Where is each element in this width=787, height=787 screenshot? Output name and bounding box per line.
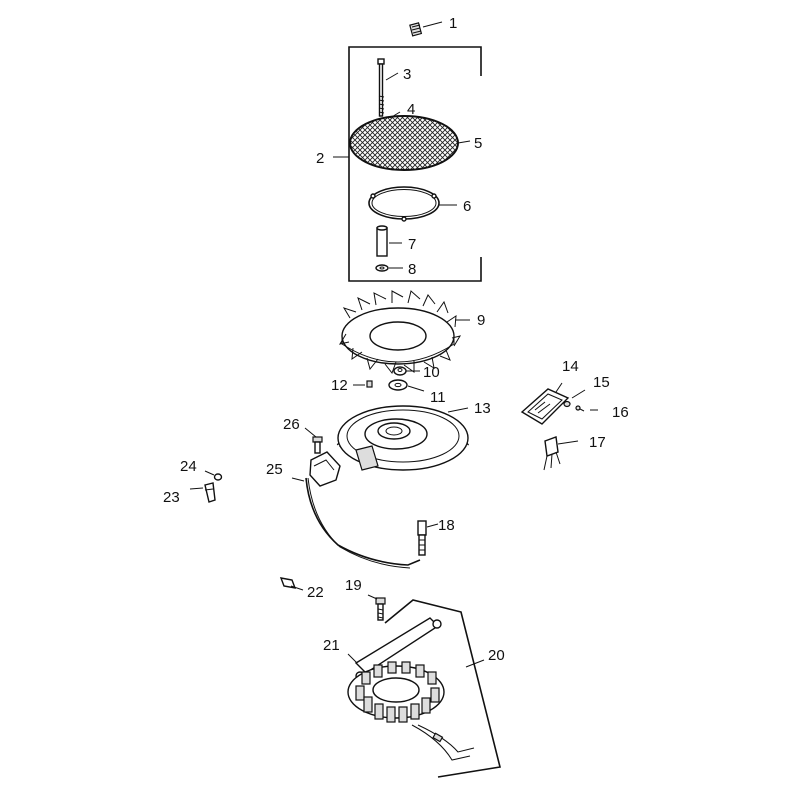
part-flywheel-washer — [388, 379, 408, 391]
part-small-washer — [213, 473, 223, 481]
callout-10: 10 — [423, 364, 440, 381]
callout-20: 20 — [488, 647, 505, 664]
callout-labels: 1 2 3 4 5 6 7 8 9 10 11 12 13 14 15 16 1… — [163, 15, 629, 664]
screen-assembly-bracket — [348, 46, 482, 282]
callout-22: 22 — [307, 584, 324, 601]
callout-6: 6 — [463, 198, 471, 215]
callout-13: 13 — [474, 400, 491, 417]
part-module-screw — [312, 436, 323, 454]
part-stator-screw — [375, 597, 386, 621]
part-washer-small — [375, 264, 389, 272]
callout-21: 21 — [323, 637, 340, 654]
callout-24: 24 — [180, 458, 197, 475]
part-spacer — [376, 225, 388, 257]
callout-12: 12 — [331, 377, 348, 394]
callout-11: 11 — [430, 389, 446, 406]
callout-3: 3 — [403, 66, 411, 83]
callout-1: 1 — [449, 15, 457, 32]
callout-15: 15 — [593, 374, 610, 391]
callout-5: 5 — [474, 135, 482, 152]
callout-14: 14 — [562, 358, 579, 375]
part-wire-clip — [279, 577, 297, 589]
part-stator — [347, 661, 475, 761]
callout-4: 4 — [407, 101, 415, 118]
part-fan — [338, 290, 462, 375]
part-regulator-nut — [563, 400, 571, 408]
part-connector-clip — [543, 436, 561, 471]
part-spark-plug-terminal — [417, 520, 427, 556]
callout-19: 19 — [345, 577, 362, 594]
callout-9: 9 — [477, 312, 485, 329]
callout-7: 7 — [408, 236, 416, 253]
callout-16: 16 — [612, 404, 629, 421]
part-small-bracket — [204, 482, 216, 503]
callout-8: 8 — [408, 261, 416, 278]
part-retaining-ring — [368, 186, 440, 222]
callout-17: 17 — [589, 434, 606, 451]
part-ignition-module — [305, 451, 421, 569]
stator-assembly-bracket — [384, 599, 501, 778]
part-flywheel-key — [366, 380, 373, 388]
part-flywheel-nut — [393, 366, 407, 376]
part-long-bolt — [377, 58, 385, 117]
leader-lines — [189, 21, 598, 668]
part-grass-screen — [349, 115, 459, 171]
callout-23: 23 — [163, 489, 180, 506]
callout-25: 25 — [266, 461, 283, 478]
part-screw-top — [409, 22, 423, 37]
part-regulator-screw — [575, 405, 585, 412]
callout-26: 26 — [283, 416, 300, 433]
callout-2: 2 — [316, 150, 324, 167]
callout-18: 18 — [438, 517, 455, 534]
part-flywheel — [336, 405, 470, 471]
part-rectifier — [520, 388, 570, 425]
